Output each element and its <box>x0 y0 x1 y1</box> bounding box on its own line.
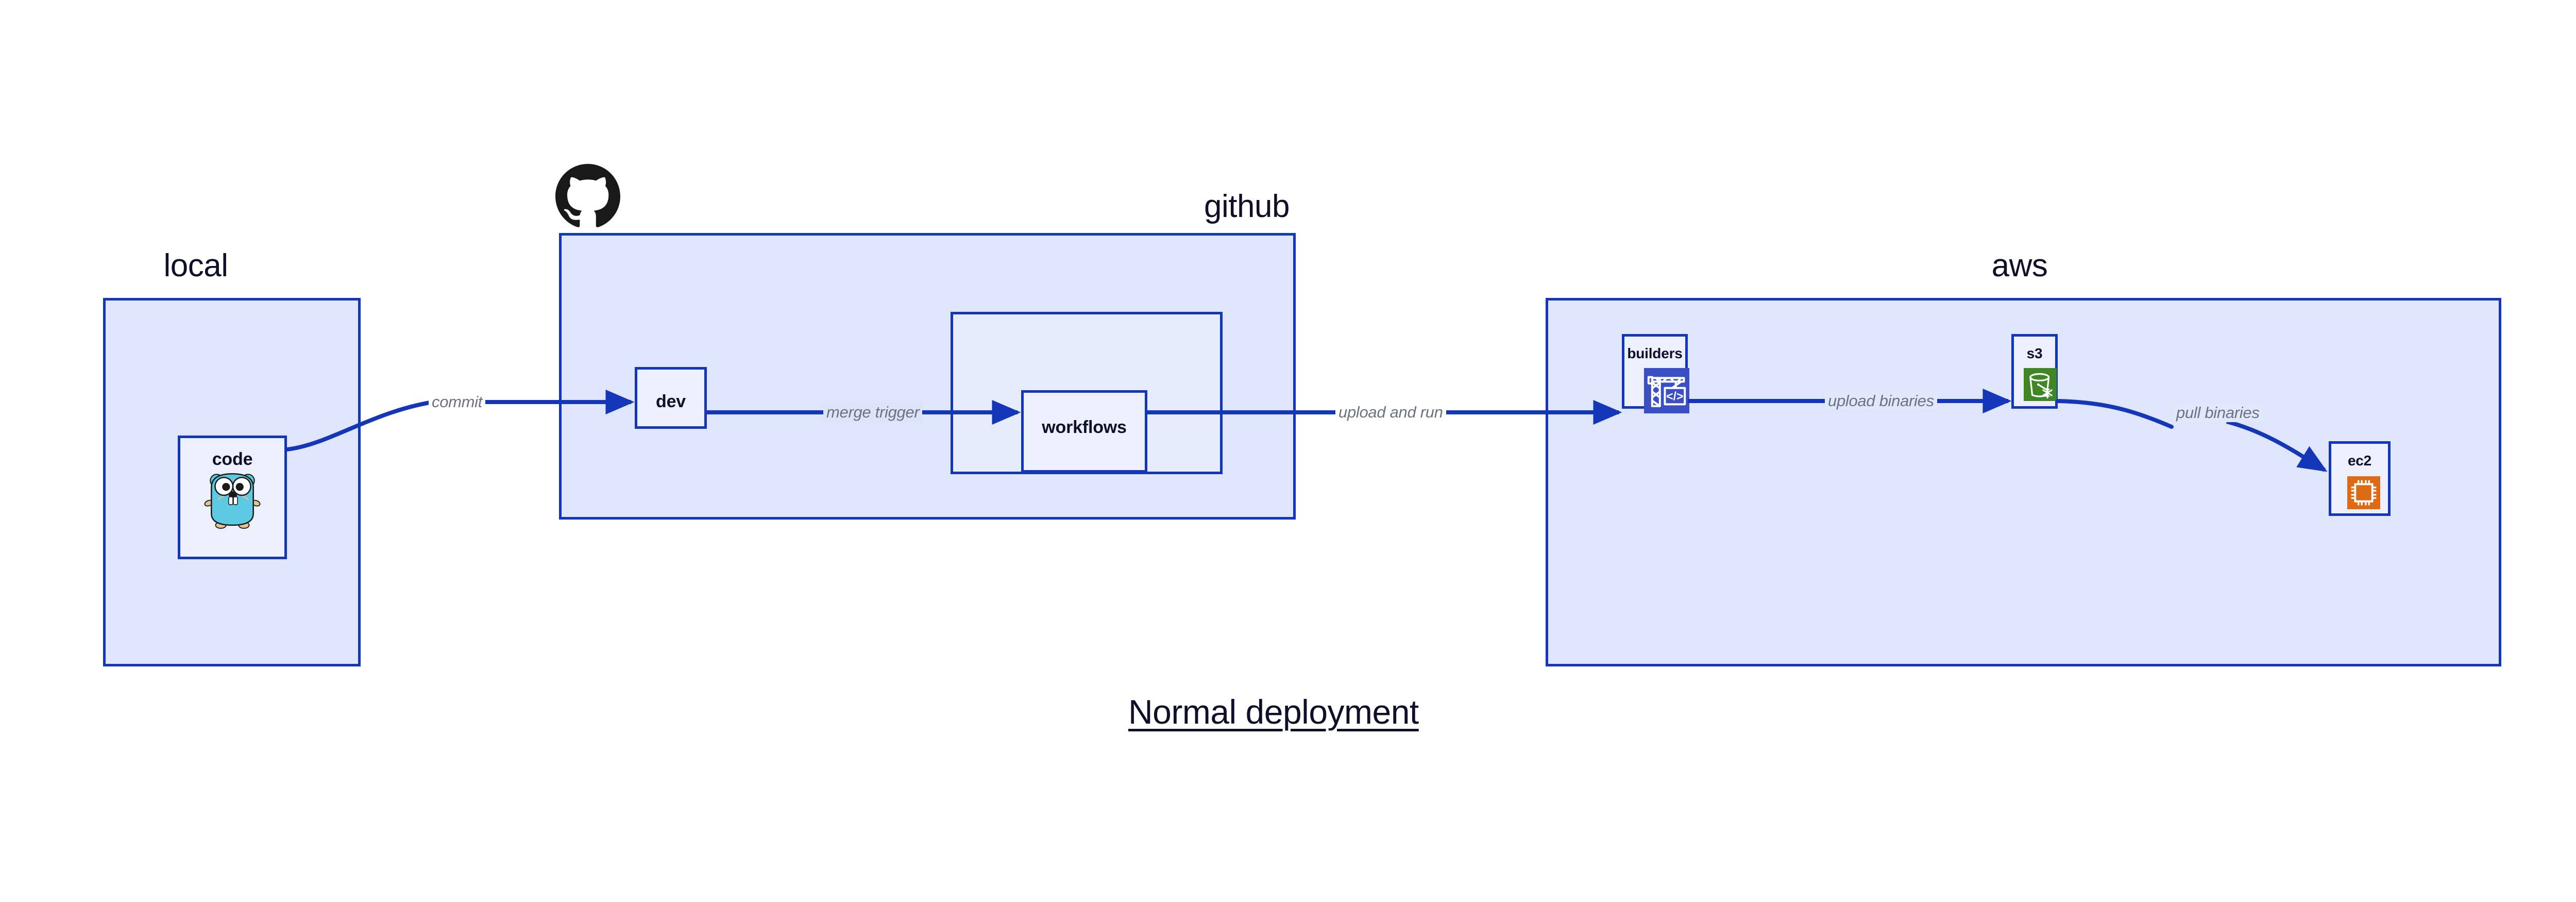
group-label-aws: aws <box>1991 248 2048 283</box>
group-label-github: github <box>1204 189 1290 224</box>
svg-text:</>: </> <box>1666 389 1683 403</box>
edge-label-commit: commit <box>429 393 486 411</box>
diagram-title: Normal deployment <box>1128 693 1419 731</box>
edge-label-merge-trigger: merge trigger <box>823 403 923 422</box>
node-label-dev: dev <box>656 392 686 411</box>
node-label-s3: s3 <box>2026 345 2043 361</box>
edge-label-upload-and-run: upload and run <box>1335 403 1446 422</box>
edge-label-upload-binaries: upload binaries <box>1825 392 1937 410</box>
aws-builder-icon: </> <box>1644 368 1689 413</box>
aws-s3-icon <box>2024 368 2057 401</box>
group-label-local: local <box>163 248 228 283</box>
node-label-workflows: workflows <box>1042 417 1127 437</box>
go-gopher-icon <box>201 466 264 529</box>
github-octocat-icon <box>555 164 620 229</box>
edge-label-pull-binaries: pull binaries <box>2173 404 2263 422</box>
aws-ec2-icon <box>2347 476 2380 509</box>
node-label-ec2: ec2 <box>2347 453 2372 469</box>
node-box-dev[interactable] <box>635 367 707 429</box>
node-box-workflows[interactable] <box>1021 390 1147 473</box>
node-label-code: code <box>212 449 253 469</box>
node-label-builders: builders <box>1627 345 1683 361</box>
